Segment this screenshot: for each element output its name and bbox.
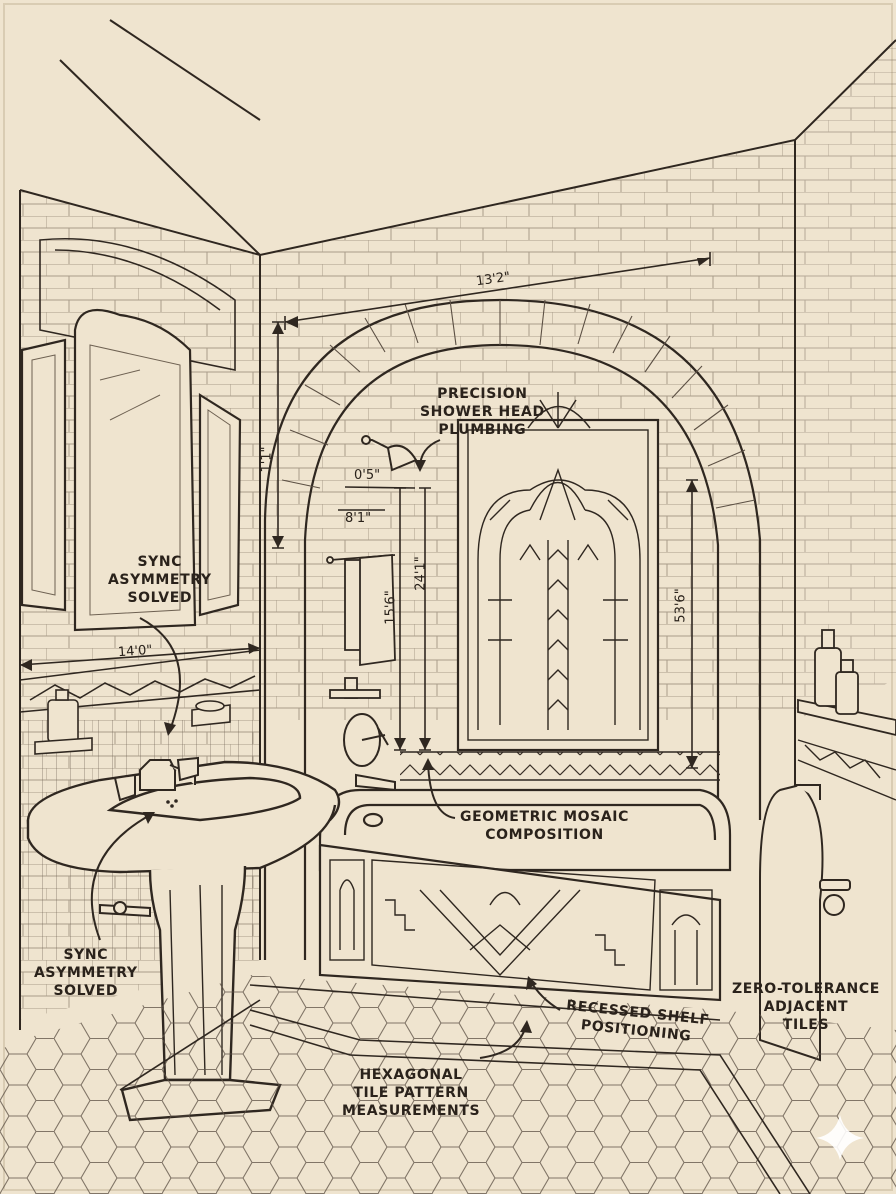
dimension-head-offset: 0'5" [354, 468, 381, 483]
dimension-left-wall: 14'0" [117, 642, 153, 661]
label-hexagonal-tile: HEXAGONAL TILE PATTERN MEASUREMENTS [342, 1067, 481, 1119]
label-precision-shower-head: PRECISION SHOWER HEAD PLUMBING [420, 386, 545, 438]
label-zero-tolerance: ZERO-TOLERANCE ADJACENT TILES [732, 981, 880, 1033]
label-sync-asymmetry-top: SYNC ASYMMETRY SOLVED [108, 554, 212, 606]
dimension-arm-offset: 8'1" [345, 511, 372, 526]
dimension-drop-a: 15'6" [383, 590, 399, 625]
dimension-vertical-left: 1'1" [259, 446, 275, 473]
label-sync-asymmetry-bottom: SYNC ASYMMETRY SOLVED [34, 947, 138, 999]
dimension-panel-height: 53'6" [673, 588, 689, 623]
label-geometric-mosaic: GEOMETRIC MOSAIC COMPOSITION [460, 809, 629, 843]
dimension-drop-b: 24'1" [413, 556, 429, 591]
sparkle-icon [816, 1115, 864, 1160]
